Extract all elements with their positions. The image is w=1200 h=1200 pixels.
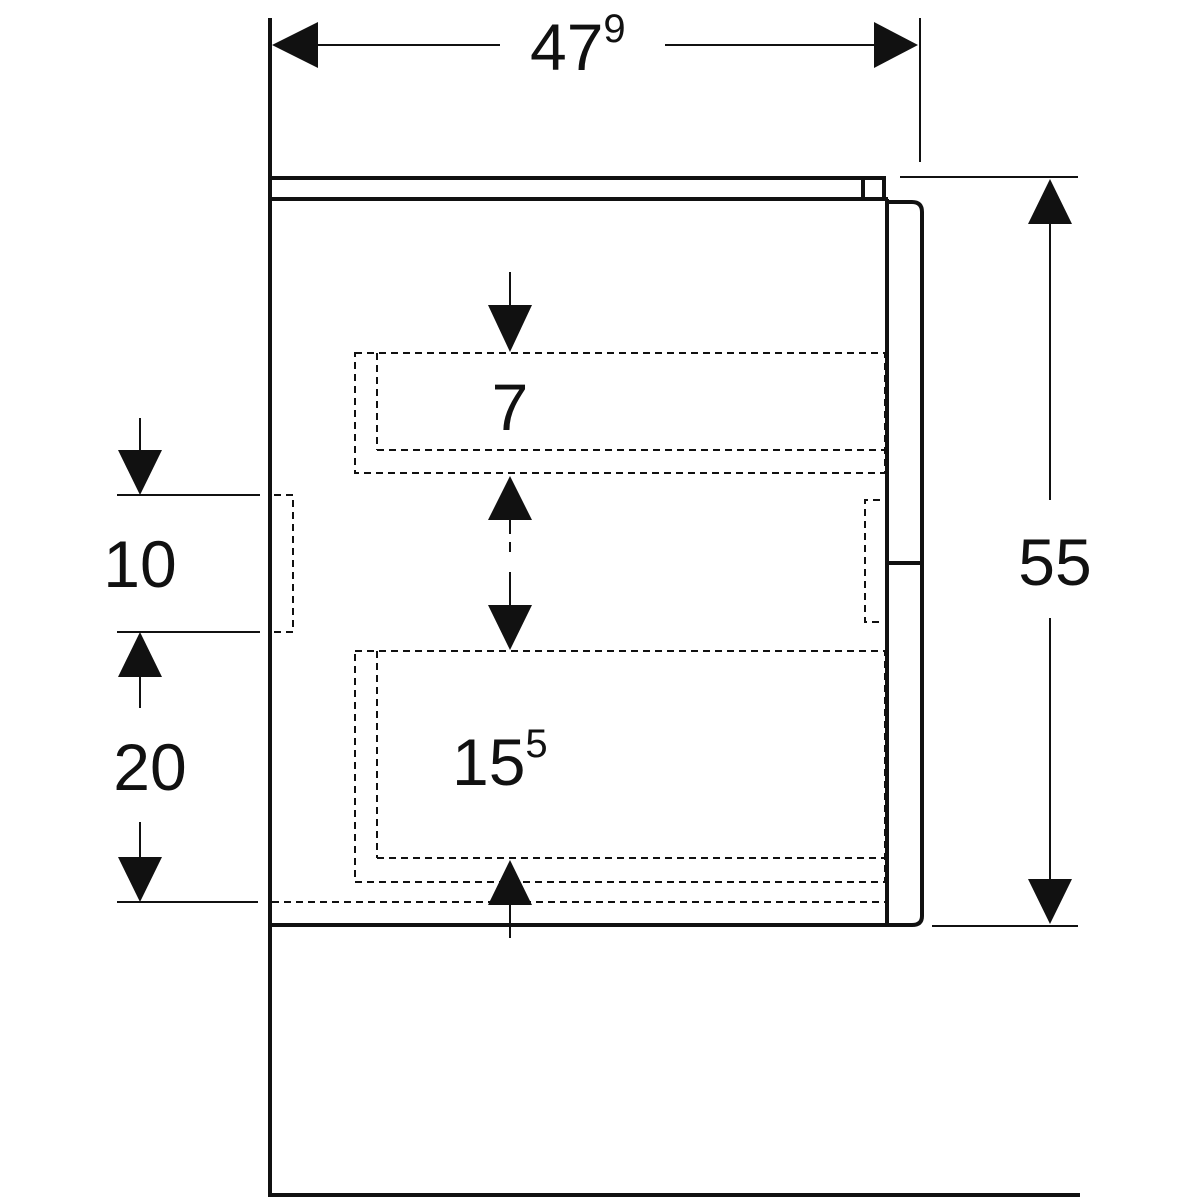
- arrow-down-icon: [488, 305, 532, 352]
- cabinet-body: [270, 199, 924, 927]
- gap-dimension: [488, 476, 532, 650]
- upper-drawer: 7: [354, 272, 886, 474]
- lower-drawer-label: 155: [452, 722, 548, 799]
- arrow-up-icon: [488, 860, 532, 905]
- arrow-up-icon: [118, 632, 162, 677]
- siphon-outline: [274, 494, 294, 633]
- upper-drawer-label: 7: [492, 370, 529, 444]
- arrow-up-icon: [1028, 179, 1072, 224]
- arrow-down-icon: [118, 450, 162, 495]
- height-label: 55: [1018, 525, 1091, 599]
- arrow-right-icon: [874, 22, 918, 68]
- arrow-down-icon: [1028, 879, 1072, 924]
- floor-clearance-label: 20: [113, 730, 186, 804]
- arrow-up-icon: [488, 476, 532, 520]
- left-dimensions: 10 20: [103, 418, 294, 903]
- lower-drawer: 155: [272, 650, 886, 938]
- siphon-height-label: 10: [103, 527, 176, 601]
- width-label: 479: [530, 7, 626, 84]
- arrow-down-icon: [488, 605, 532, 650]
- handle-outline: [864, 499, 880, 623]
- arrow-left-icon: [272, 22, 318, 68]
- arrow-down-icon: [118, 857, 162, 902]
- width-dimension: 479: [272, 7, 921, 162]
- countertop: [270, 176, 888, 201]
- height-dimension: 55: [900, 176, 1092, 927]
